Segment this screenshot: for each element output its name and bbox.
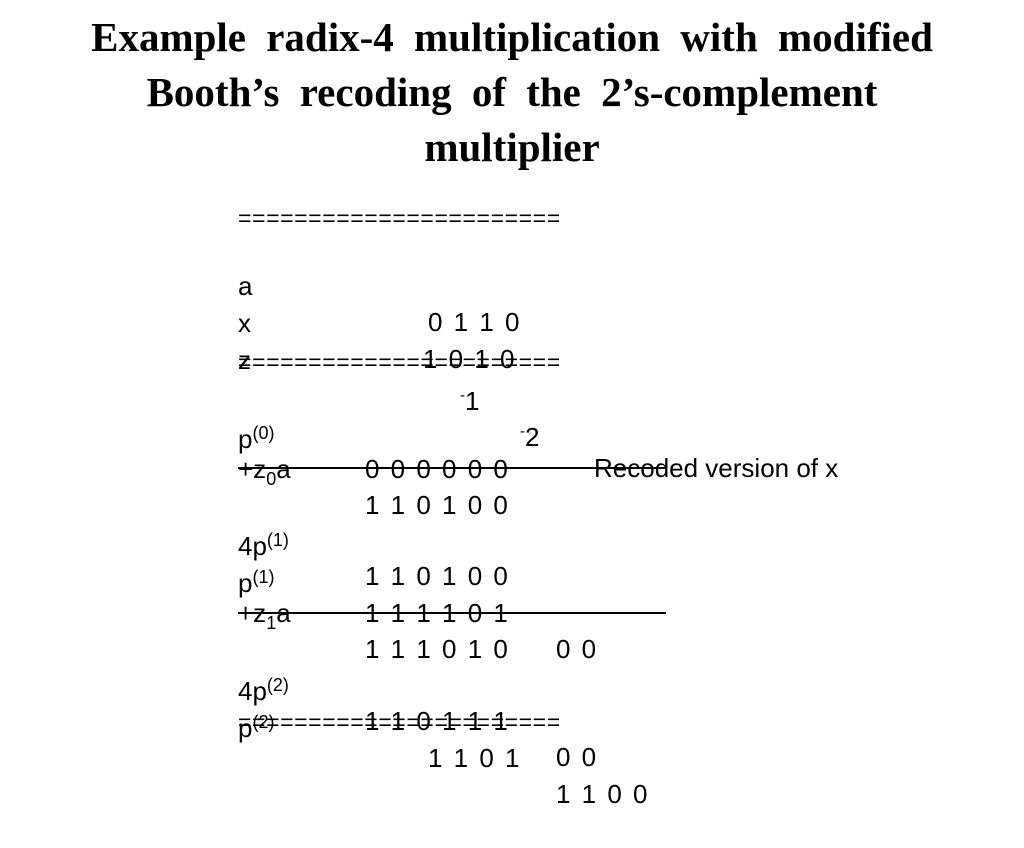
- title-line-1: Example radix-4 multiplication with modi…: [91, 14, 933, 60]
- row-p2-bits: 1 1 0 1: [428, 743, 520, 773]
- row-4p2-label: 4p(2): [238, 675, 289, 706]
- slide-title: Example radix-4 multiplication with modi…: [0, 10, 1024, 175]
- row-4p1: 4p(1) 1 1 0 1 0 0: [238, 486, 508, 591]
- row-z-digit-1: -1: [460, 386, 480, 416]
- booth-multiplication-table: ======================= a 0 1 1 0 x 1 0 …: [238, 203, 858, 809]
- separator-bottom: =======================: [238, 709, 561, 735]
- row-z-digit-2: -2: [520, 422, 540, 452]
- row-z1a: +z1a 1 1 1 0 1 0: [238, 559, 508, 664]
- row-p2-label: p(2): [238, 712, 275, 743]
- row-a-bits: 0 1 1 0: [428, 307, 520, 337]
- row-p2-low-bits: 1 1 0 0: [556, 779, 648, 809]
- row-z0a-label: +z0a: [238, 454, 291, 489]
- row-4p2-bits: 1 1 0 1 1 1: [365, 706, 508, 736]
- row-p1-shifted-bits: 0 0: [556, 634, 597, 664]
- row-4p2: 4p(2) 1 1 0 1 1 1 0 0: [238, 631, 596, 772]
- row-x-label: x: [238, 308, 251, 338]
- row-x: x 1 0 1 0: [238, 269, 515, 374]
- row-p1-label: p(1): [238, 567, 275, 598]
- row-a-label: a: [238, 271, 253, 301]
- row-z0a-bits: 1 1 0 1 0 0: [365, 490, 508, 520]
- sum-rule-2: [238, 612, 666, 614]
- row-p0-bits: 0 0 0 0 0 0: [365, 454, 508, 484]
- row-z0a: +z0a 1 1 0 1 0 0: [238, 415, 508, 520]
- row-p1: p(1) 1 1 1 1 0 1 0 0: [238, 523, 596, 664]
- separator-top: =======================: [238, 205, 561, 231]
- row-a: a 0 1 1 0: [238, 232, 520, 337]
- row-z: z -1 -2 Recoded version of x: [238, 306, 838, 483]
- row-x-bits: 1 0 1 0: [423, 344, 515, 374]
- row-z1a-bits: 1 1 1 0 1 0: [365, 634, 508, 664]
- sum-rule-1: [238, 467, 666, 469]
- row-4p1-bits: 1 1 0 1 0 0: [365, 561, 508, 591]
- row-p0: p(0) 0 0 0 0 0 0: [238, 379, 508, 484]
- row-z-label: z: [238, 345, 251, 375]
- row-4p2-shifted-bits: 0 0: [556, 742, 597, 772]
- separator-middle: =======================: [238, 349, 561, 375]
- title-line-3: multiplier: [424, 124, 600, 170]
- row-4p1-label: 4p(1): [238, 530, 289, 561]
- title-line-2: Booth’s recoding of the 2’s-complement: [146, 69, 878, 115]
- row-p2: p(2) 1 1 0 1 1 1 0 0: [238, 668, 648, 809]
- row-p0-label: p(0): [238, 423, 275, 454]
